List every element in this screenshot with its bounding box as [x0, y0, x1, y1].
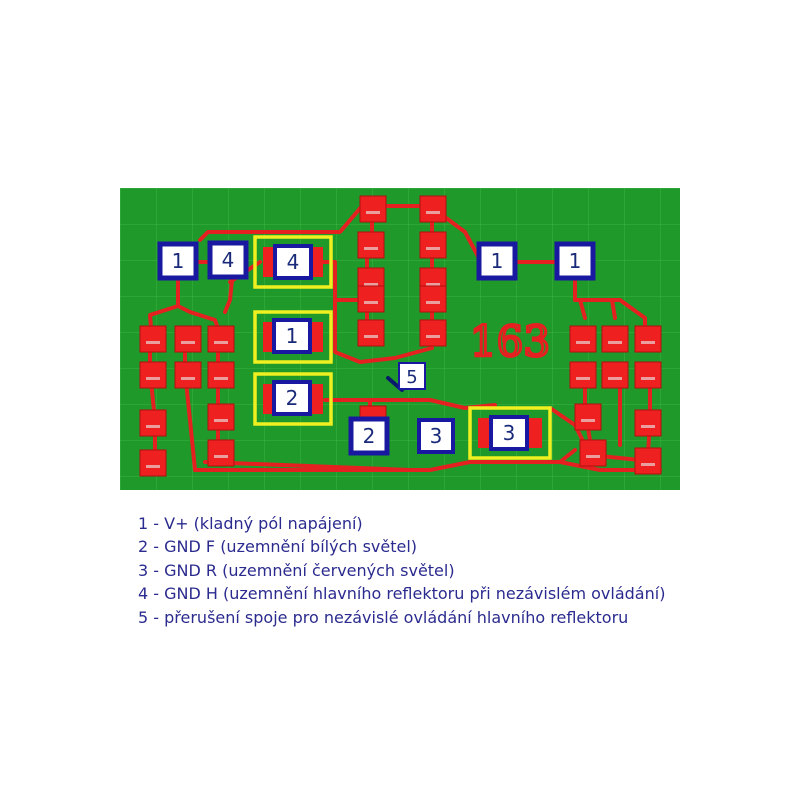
smd-pad	[569, 325, 597, 353]
terminal-marker-1: 1	[554, 241, 596, 281]
smd-pad	[634, 447, 662, 475]
terminal-marker-2: 2	[348, 416, 390, 456]
terminal-marker-4: 4	[207, 240, 249, 280]
smd-pad	[207, 361, 235, 389]
component-label: 3	[503, 421, 516, 445]
highlighted-component-4: 4	[253, 235, 333, 289]
smd-pad	[357, 231, 385, 259]
smd-pad	[357, 285, 385, 313]
terminal-marker-3: 3	[417, 418, 455, 454]
copper-trace	[573, 278, 647, 342]
copper-trace	[610, 298, 617, 320]
smd-pad	[419, 285, 447, 313]
smd-pad	[139, 325, 167, 353]
terminal-marker-1: 1	[476, 241, 518, 281]
component-label: 4	[287, 250, 300, 274]
legend-line-v-plus: 1 - V+ (kladný pól napájení)	[138, 514, 363, 533]
smd-pad	[139, 449, 167, 477]
smd-pad	[601, 325, 629, 353]
smd-pad	[139, 409, 167, 437]
legend-line-gnd-r: 3 - GND R (uzemnění červených světel)	[138, 560, 455, 580]
highlighted-components: 4 1 2 3	[253, 235, 552, 460]
board-number: 163	[470, 317, 550, 366]
smd-pad	[174, 361, 202, 389]
terminal-marker-1: 1	[157, 241, 199, 281]
smd-pad	[419, 195, 447, 223]
smd-pad	[139, 361, 167, 389]
smd-pads	[139, 195, 662, 477]
legend-line-cut: 5 - přerušení spoje pro nezávislé ovládá…	[138, 607, 629, 627]
smd-pad	[207, 439, 235, 467]
terminal-marker-5: 5	[398, 362, 426, 390]
smd-pad	[207, 325, 235, 353]
highlighted-component-2: 2	[253, 372, 333, 426]
marker-label: 1	[569, 249, 582, 273]
smd-pad	[419, 231, 447, 259]
smd-pad	[634, 361, 662, 389]
highlighted-component-1: 1	[253, 310, 333, 364]
smd-pad	[207, 403, 235, 431]
smd-pad	[359, 195, 387, 223]
marker-label: 1	[172, 249, 185, 273]
smd-pad	[601, 361, 629, 389]
terminal-markers: 1 4 1 1 2 3 5	[157, 240, 596, 456]
marker-label: 1	[491, 249, 504, 273]
copper-trace	[578, 298, 587, 320]
smd-pad	[419, 319, 447, 347]
smd-pad	[634, 325, 662, 353]
highlighted-component-3: 3	[468, 406, 552, 460]
marker-label: 2	[363, 424, 376, 448]
pcb-board: 163 4 1 2 3 1 4 1 1 2 3 5	[120, 188, 680, 490]
smd-pad	[174, 325, 202, 353]
marker-label: 4	[222, 248, 235, 272]
copper-trace	[223, 278, 234, 314]
smd-pad	[357, 319, 385, 347]
legend: 1 - V+ (kladný pól napájení) 2 - GND F (…	[138, 512, 778, 629]
marker-label: 5	[406, 367, 417, 388]
copper-trace	[203, 460, 412, 472]
legend-line-gnd-h: 4 - GND H (uzemnění hlavního reflektoru …	[138, 584, 666, 604]
component-label: 1	[286, 324, 299, 348]
legend-line-gnd-f: 2 - GND F (uzemnění bílých světel)	[138, 537, 418, 557]
smd-pad	[569, 361, 597, 389]
smd-pad	[574, 403, 602, 431]
smd-pad	[579, 439, 607, 467]
component-label: 2	[286, 386, 299, 410]
smd-pad	[634, 409, 662, 437]
marker-label: 3	[430, 424, 443, 448]
